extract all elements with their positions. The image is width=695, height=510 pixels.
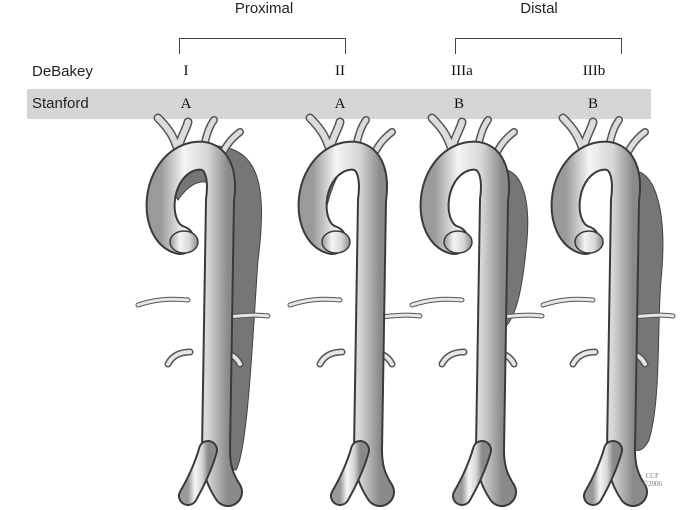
credit-line-2: ©2006 xyxy=(643,480,662,488)
debakey-iiib-illustration xyxy=(543,118,673,496)
debakey-i-illustration xyxy=(138,118,268,496)
debakey-ii-illustration xyxy=(290,118,420,496)
credit-line-1: CCF xyxy=(643,472,662,480)
copyright-mark: CCF ©2006 xyxy=(643,472,662,488)
debakey-iiia-illustration xyxy=(412,118,542,496)
